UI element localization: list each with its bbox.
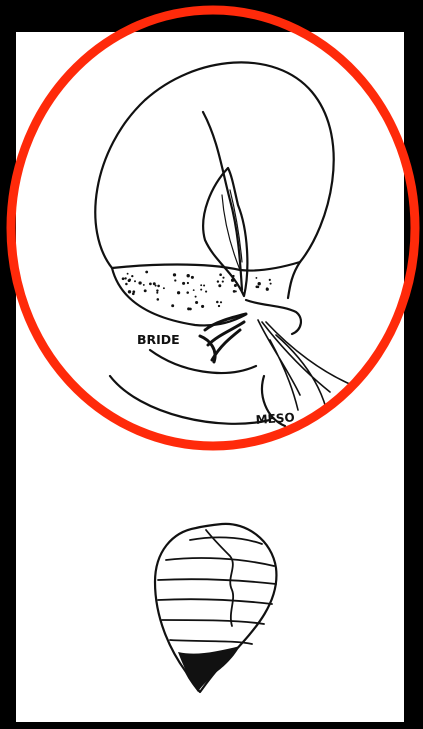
stipple-dot [269,279,271,281]
stipple-dot [143,284,145,286]
stipple-dot [200,289,202,291]
stipple-dot [257,286,260,289]
label-bride: BRIDE [137,332,180,347]
stipple-dot [219,273,222,276]
stipple-dot [157,298,160,301]
stipple-dot [125,283,128,286]
stipple-dot [145,271,148,274]
stipple-dot [138,281,141,284]
stipple-dot [144,289,147,292]
stipple-dot [218,284,221,287]
stipple-dot [255,277,257,279]
stipple-dot [270,283,272,285]
stipple-dot [133,291,135,293]
stipple-dot [171,304,174,307]
stipple-dot [149,283,152,286]
stipple-dot [153,282,156,285]
stipple-dot [233,290,236,293]
stipple-dot [128,290,131,293]
stipple-dot [173,273,176,276]
stipple-dot [234,284,237,287]
stipple-dot [201,305,204,308]
stipple-dot [195,301,198,304]
stipple-dot [187,307,190,310]
stipple-dot [222,281,224,283]
stipple-dot [217,280,219,282]
stipple-dot [187,274,190,277]
stipple-dot [122,277,125,280]
stipple-dot [266,287,268,289]
stipple-dot [127,273,129,275]
stipple-dot [200,284,202,286]
paper-panel [16,32,404,722]
stipple-dot [218,305,220,307]
stipple-dot [174,279,176,281]
stipple-dot [134,280,136,282]
stipple-dot [231,279,234,282]
stipple-dot [193,289,195,291]
stipple-dot [129,279,132,282]
stipple-dot [163,287,165,289]
stipple-dot [258,282,261,285]
stipple-dot [232,275,234,277]
label-meso: MESO [255,410,295,427]
stipple-dot [186,291,189,294]
stipple-dot [220,301,222,303]
stipple-dot [157,285,160,288]
stipple-dot [177,291,180,294]
stipple-dot [203,284,205,286]
stipple-dot [195,296,197,298]
stipple-dot [205,291,207,293]
stipple-dot [156,292,158,294]
stipple-dot [191,276,194,279]
stipple-dot [132,292,135,295]
stipple-dot [222,277,224,279]
stipple-dot [124,277,126,279]
stipple-dot [131,275,133,277]
stipple-dot [216,301,219,304]
stipple-dot [182,282,185,285]
stipple-dot [187,282,189,284]
stipple-dot [156,289,158,291]
